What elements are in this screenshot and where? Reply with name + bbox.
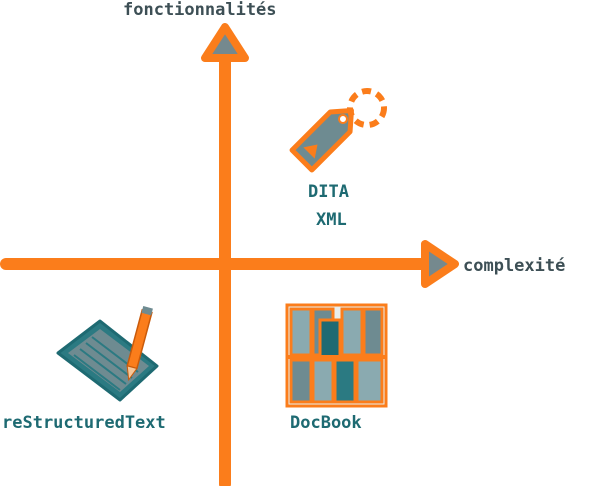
item-label-restructuredtext: reStructuredText [2,413,166,433]
item-label-dita-line2: XML [316,210,347,230]
item-label-dita-line1: DITA [308,182,349,202]
tag-icon [289,88,387,173]
y-axis-label: fonctionnalités [123,0,277,20]
x-axis-arrowhead [421,240,459,288]
item-label-docbook: DocBook [290,413,362,433]
notepad-pencil-icon [56,306,159,402]
x-axis-label: complexité [463,256,566,276]
bookshelf-icon [285,303,388,408]
y-axis-arrowhead [201,23,249,62]
